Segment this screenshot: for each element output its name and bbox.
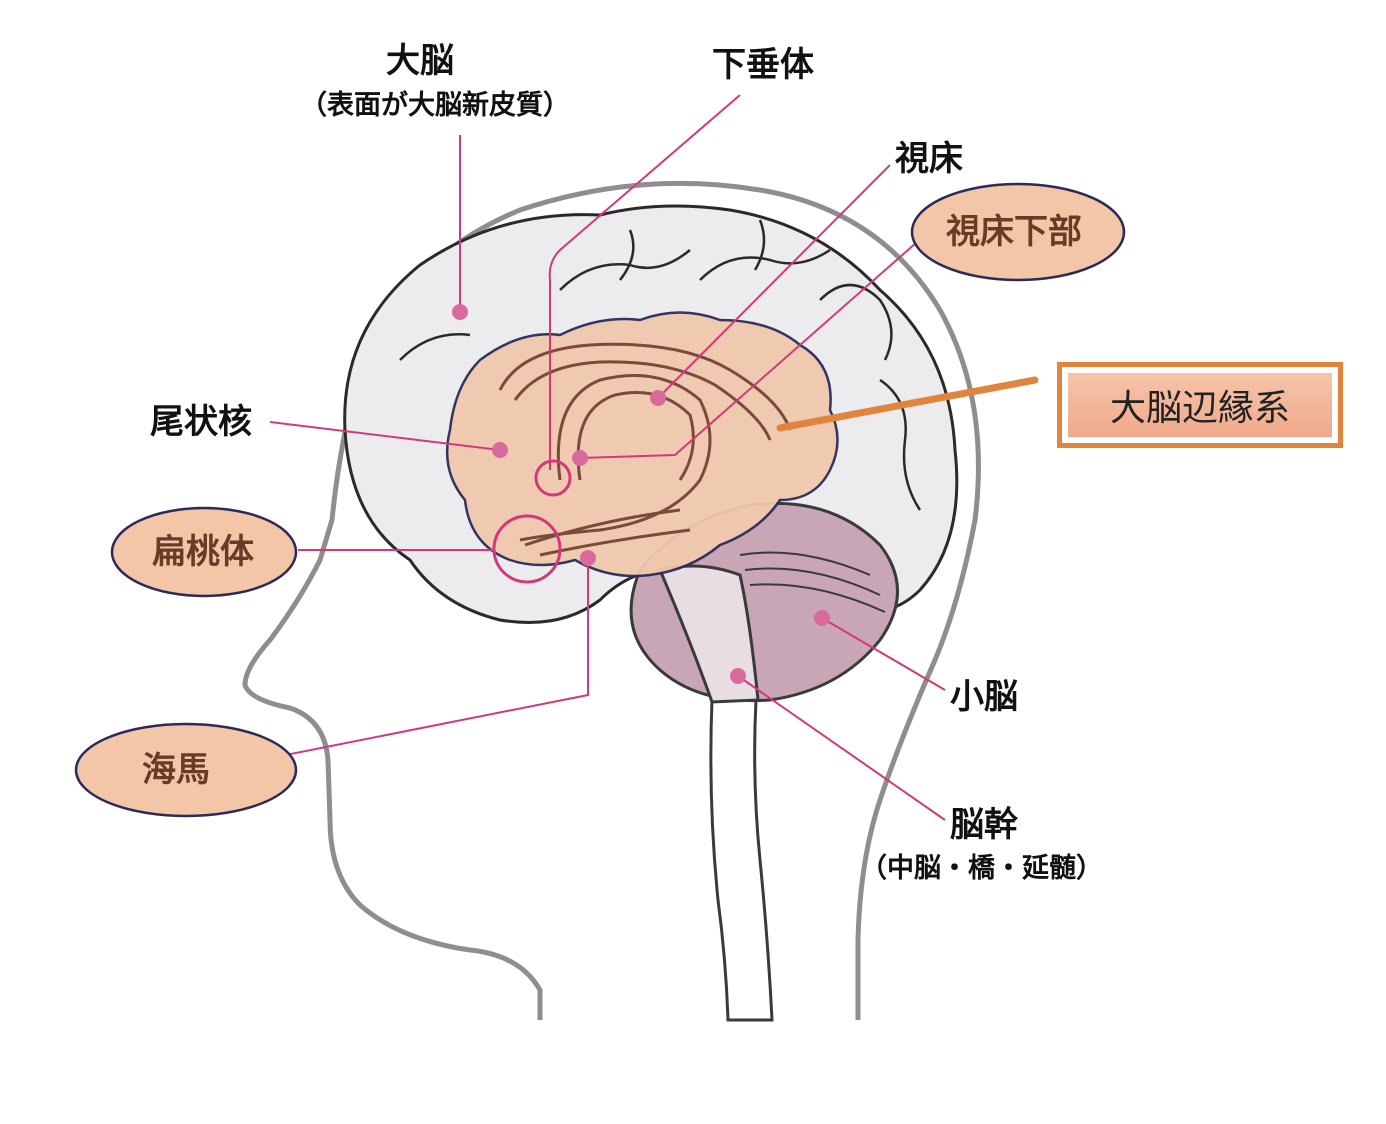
label-pituitary: 下垂体 — [712, 45, 814, 85]
label-cerebellum: 小脳 — [950, 677, 1018, 717]
limbic-region — [445, 311, 839, 578]
label-caudate: 尾状核 — [150, 402, 252, 442]
label-cerebrum: 大脳 — [386, 41, 454, 81]
label-ovals — [74, 182, 1126, 818]
pituitary-circle — [534, 459, 572, 497]
label-cerebrum-sub: （表面が大脳新皮質） — [300, 90, 570, 121]
label-brainstem-sub: （中脳・橋・延髄） — [860, 853, 1103, 884]
limbic-system-box: 大脳辺縁系 — [1057, 362, 1343, 448]
leader-lines — [234, 94, 946, 821]
label-hippocampus: 海馬 — [142, 750, 210, 790]
label-brainstem: 脳幹 — [950, 805, 1018, 845]
label-limbic-system: 大脳辺縁系 — [1109, 388, 1290, 429]
spinal-cord — [709, 698, 774, 1022]
brainstem-shape — [657, 564, 760, 704]
label-thalamus: 視床 — [895, 139, 963, 179]
cerebellum-folia — [739, 551, 886, 613]
cerebrum-gyri — [399, 219, 922, 511]
limbic-system-box-fill — [1068, 373, 1332, 437]
structure-dots — [452, 304, 830, 684]
label-hypothalamus: 視床下部 — [946, 212, 1082, 252]
limbic-structures — [498, 342, 792, 557]
limbic-pointer — [776, 376, 1039, 432]
label-amygdala: 扁桃体 — [152, 532, 254, 572]
